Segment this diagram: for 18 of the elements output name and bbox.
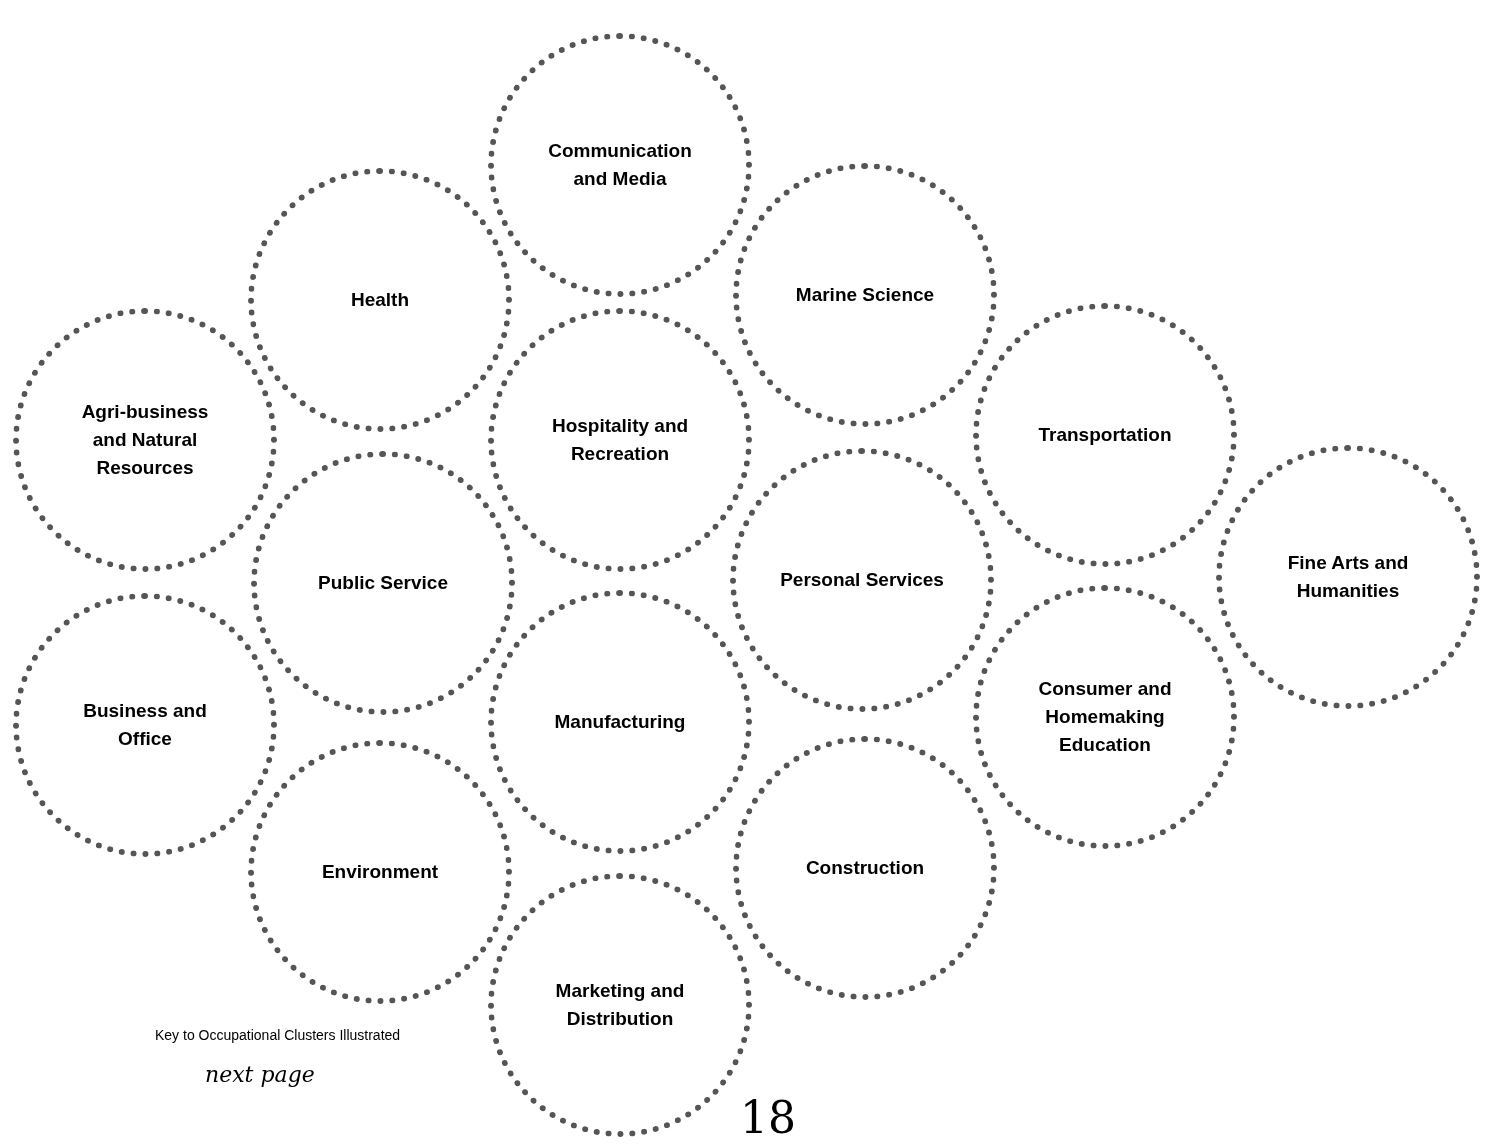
cluster-label: Environment	[321, 860, 439, 884]
cluster-label: Personal Services	[780, 568, 944, 592]
cluster-label: Marketing and Distribution	[554, 979, 686, 1031]
cluster-label: Fine Arts and Humanities	[1286, 551, 1410, 603]
cluster-label: Agri-business and Natural Resources	[80, 400, 210, 480]
cluster-label: Marine Science	[795, 283, 935, 307]
cluster-label: Health	[350, 288, 410, 312]
cluster-label: Transportation	[1038, 423, 1172, 447]
handwritten-note: next page	[205, 1061, 315, 1089]
cluster-label: Hospitality and Recreation	[550, 414, 690, 466]
note-text: Key to Occupational Clusters Illustrated	[155, 1028, 402, 1042]
cluster-label: Construction	[805, 856, 925, 880]
cluster-label: Business and Office	[82, 699, 208, 751]
cluster-label: Public Service	[318, 571, 448, 595]
cluster-label: Consumer and Homemaking Education	[1037, 677, 1173, 757]
page-number: 18	[740, 1091, 796, 1145]
cluster-label: Manufacturing	[554, 710, 686, 734]
cluster-label: Communication and Media	[547, 139, 693, 191]
